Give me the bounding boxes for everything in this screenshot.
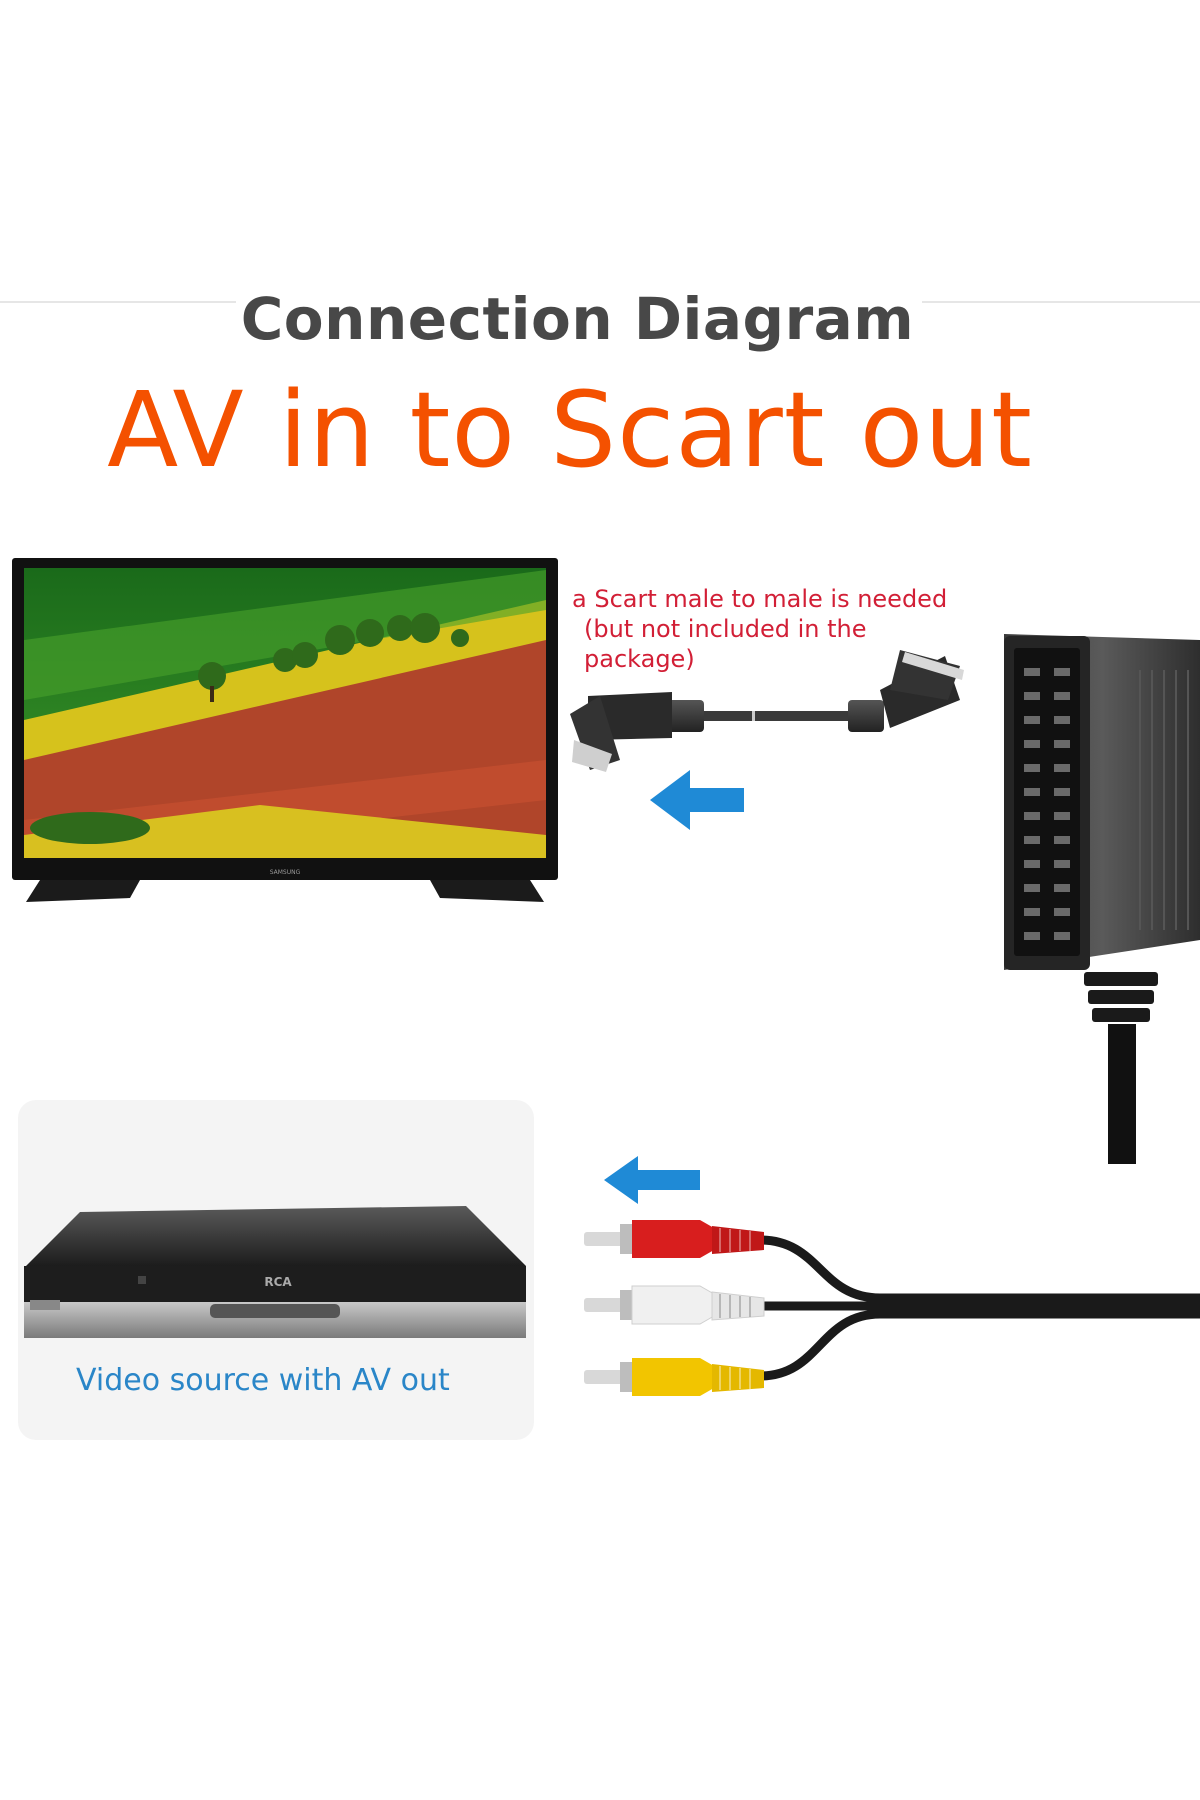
divider-right <box>922 301 1200 303</box>
cable-note-line1: a Scart male to male is needed <box>572 585 948 613</box>
tv-brand-label: SAMSUNG <box>270 869 301 876</box>
rca-cable-icon <box>584 1220 1200 1396</box>
arrow-left-icon <box>650 770 744 830</box>
dvd-brand-label: RCA <box>264 1275 292 1289</box>
tv-icon: SAMSUNG <box>12 558 558 902</box>
arrow-left-icon <box>604 1156 700 1204</box>
dvd-player-icon: RCA <box>24 1206 526 1338</box>
diagram-title: Connection Diagram <box>240 285 915 353</box>
cable-note: a Scart male to male is needed (but not … <box>572 584 972 674</box>
rca-white-plug <box>584 1285 765 1325</box>
scart-adapter-icon <box>1004 634 1200 1164</box>
scart-cable-icon <box>570 650 964 772</box>
rca-red-plug <box>584 1220 764 1258</box>
divider-left <box>0 301 236 303</box>
cable-note-line2: (but not included in the package) <box>584 615 867 673</box>
video-source-caption: Video source with AV out <box>76 1363 450 1398</box>
rca-yellow-plug <box>584 1358 764 1396</box>
diagram-headline: AV in to Scart out <box>107 369 1033 491</box>
